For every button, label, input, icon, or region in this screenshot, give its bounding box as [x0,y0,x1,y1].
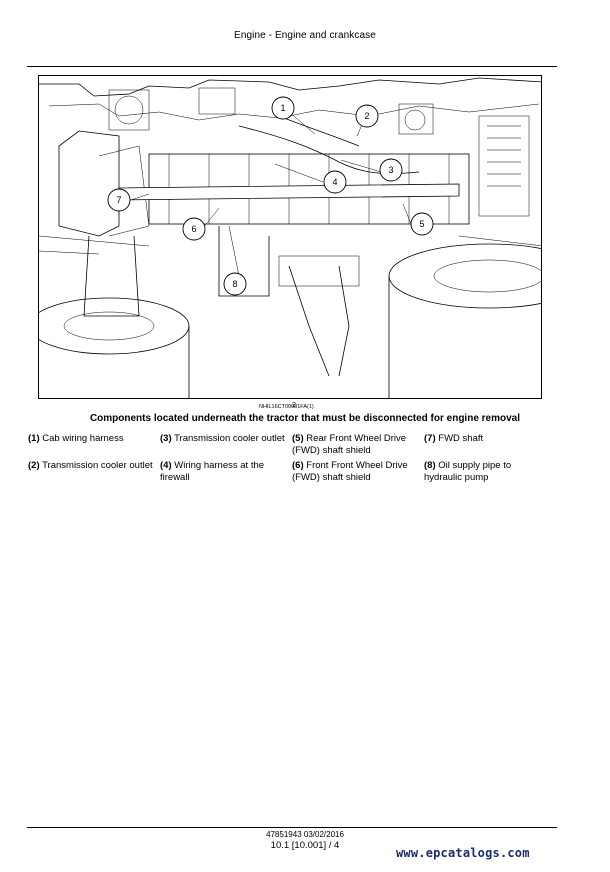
callout-2: 2 [355,104,379,128]
legend-number: (1) [28,433,40,444]
technical-illustration: 1 2 3 4 5 6 7 8 [38,75,542,399]
legend-item: (4) Wiring harness at the firewall [160,460,292,484]
front-bracket [278,255,360,287]
leader-1 [288,111,316,135]
leader-4 [274,163,324,183]
callout-4: 4 [323,170,347,194]
legend-item: (6) Front Front Wheel Drive (FWD) shaft … [292,460,424,484]
left-drop-column [83,235,140,317]
legend-number: (8) [424,460,436,471]
leader-6 [202,207,220,229]
legend-number: (3) [160,433,172,444]
figure-number: 2 [292,402,296,409]
callout-3: 3 [379,158,403,182]
svg-text:8: 8 [232,279,237,289]
document-code: 47851943 03/02/2016 [266,830,344,839]
legend-text: Cab wiring harness [42,433,124,444]
legend-number: (5) [292,433,304,444]
legend-text: Transmission cooler outlet [42,460,153,471]
cooler-fitting [404,109,426,131]
cooler-block [398,103,434,135]
header-divider [27,66,557,67]
component-legend: (1) Cab wiring harness (3) Transmission … [28,433,558,484]
upper-outline [39,77,541,97]
legend-number: (2) [28,460,40,471]
legend-item: (5) Rear Front Wheel Drive (FWD) shaft s… [292,433,424,457]
right-housing-ribs [487,125,521,187]
footer-divider [27,827,557,828]
left-tire-rim [63,311,155,341]
oil-supply-pipe [218,226,270,297]
leader-7 [130,193,150,201]
svg-text:5: 5 [419,219,424,229]
left-front-tire [39,297,190,355]
legend-text: Front Front Wheel Drive (FWD) shaft shie… [292,460,408,483]
left-coupling [58,130,120,237]
valve-block [198,87,236,115]
frame-rails [39,235,541,255]
legend-number: (6) [292,460,304,471]
legend-number: (4) [160,460,172,471]
fwd-shaft [118,183,460,201]
figure-id: NHIL16CT00081FA(1) [259,404,314,410]
legend-item: (1) Cab wiring harness [28,433,160,457]
callout-8: 8 [223,272,247,296]
left-coupling-face [98,145,150,237]
left-tire-sides [188,326,190,398]
front-bracket-legs [288,265,350,377]
svg-text:2: 2 [364,111,369,121]
legend-text: FWD shaft [438,433,484,444]
callout-7: 7 [107,188,131,212]
pump-block [108,89,150,131]
callout-6: 6 [182,217,206,241]
legend-text: Wiring harness at the firewall [160,460,265,483]
page-number: 10.1 [10.001] / 4 [270,840,340,851]
svg-text:6: 6 [191,224,196,234]
legend-text: Oil supply pipe to hydraulic pump [424,460,512,483]
right-housing [478,115,530,217]
svg-text:1: 1 [280,103,285,113]
right-front-tire [388,243,541,309]
leader-8 [228,225,240,277]
callout-1: 1 [271,96,295,120]
legend-text: Transmission cooler outlet [174,433,285,444]
legend-item: (2) Transmission cooler outlet [28,460,160,484]
figure-caption: Components located underneath the tracto… [89,413,521,424]
watermark-text: www.epcatalogs.com [396,846,530,860]
svg-text:3: 3 [388,165,393,175]
tractor-underside-drawing: 1 2 3 4 5 6 7 8 [39,77,541,398]
legend-item: (7) FWD shaft [424,433,556,457]
svg-text:7: 7 [116,195,121,205]
legend-text: Rear Front Wheel Drive (FWD) shaft shiel… [292,433,407,456]
right-tire-rim [433,259,541,293]
legend-item: (8) Oil supply pipe to hydraulic pump [424,460,556,484]
callout-5: 5 [410,212,434,236]
pump-pulley [114,95,144,125]
page-header-title: Engine - Engine and crankcase [234,30,376,41]
leader-5 [402,203,412,225]
svg-text:4: 4 [332,177,337,187]
cab-harness [278,115,360,147]
legend-number: (7) [424,433,436,444]
legend-item: (3) Transmission cooler outlet [160,433,292,457]
leader-3 [340,159,382,173]
